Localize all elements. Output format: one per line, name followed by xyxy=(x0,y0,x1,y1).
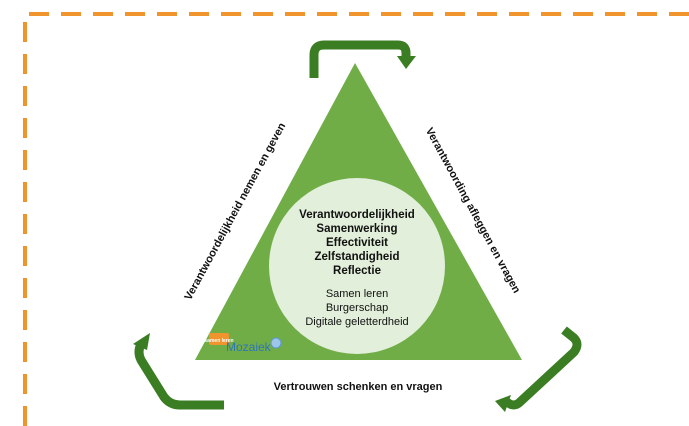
skill-2: Burgerschap xyxy=(326,302,388,314)
bottom-right-arrow-icon xyxy=(495,326,582,412)
bottom-left-arrow-icon xyxy=(133,333,224,410)
inner-circle xyxy=(269,178,445,354)
bottom-label: Vertrouwen schenken en vragen xyxy=(274,381,443,393)
dashed-border xyxy=(23,12,689,426)
skill-3: Digitale geletterdheid xyxy=(305,316,408,328)
globe-icon xyxy=(270,337,282,349)
value-2: Samenwerking xyxy=(316,223,397,235)
value-1: Verantwoordelijkheid xyxy=(299,209,415,221)
skill-1: Samen leren xyxy=(326,288,388,300)
mozaiek-logo: samen leren Mozaiek xyxy=(204,333,282,354)
value-5: Reflectie xyxy=(333,265,381,277)
value-4: Zelfstandigheid xyxy=(315,251,400,263)
top-arrow-icon xyxy=(309,40,416,78)
value-3: Effectiviteit xyxy=(326,237,388,249)
logo-name: Mozaiek xyxy=(226,340,272,354)
logo-tagline: samen leren xyxy=(204,338,233,344)
